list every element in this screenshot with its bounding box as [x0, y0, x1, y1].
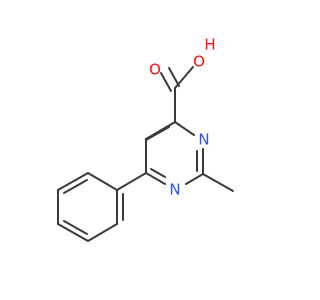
- atom-labels: O O H N N: [149, 36, 216, 199]
- bond-c-o-double-1: [160, 72, 172, 92]
- bond-c-oh: [174, 66, 194, 89]
- bond-ph-6: [87, 172, 118, 191]
- bond-n1-c6-double: [150, 168, 166, 178]
- bond-c2-methyl: [202, 173, 234, 192]
- bond-c6-phenyl: [116, 172, 147, 191]
- atom-n-bottom: N: [169, 181, 180, 199]
- atom-n-top: N: [198, 131, 209, 149]
- bond-ph-5-double: [63, 179, 88, 194]
- bond-ph-3: [57, 223, 89, 242]
- bond-c4-c5: [145, 121, 176, 140]
- bond-c-o-double-2: [168, 67, 180, 87]
- bond-ph-2: [87, 223, 118, 242]
- bond-n1-c6: [145, 172, 166, 185]
- atom-h-hydroxyl: H: [204, 36, 215, 54]
- structure-diagram: O O H N N: [57, 36, 234, 242]
- atom-o-carbonyl: O: [149, 61, 161, 79]
- atom-o-hydroxyl: O: [193, 53, 205, 71]
- bonds: [57, 66, 234, 242]
- bond-ph-5: [57, 172, 89, 191]
- molecule-canvas: O O H N N: [57, 35, 234, 242]
- bond-c4-n3: [174, 121, 195, 136]
- bond-ph-3-double: [63, 220, 88, 235]
- bond-c2-n1: [185, 173, 204, 185]
